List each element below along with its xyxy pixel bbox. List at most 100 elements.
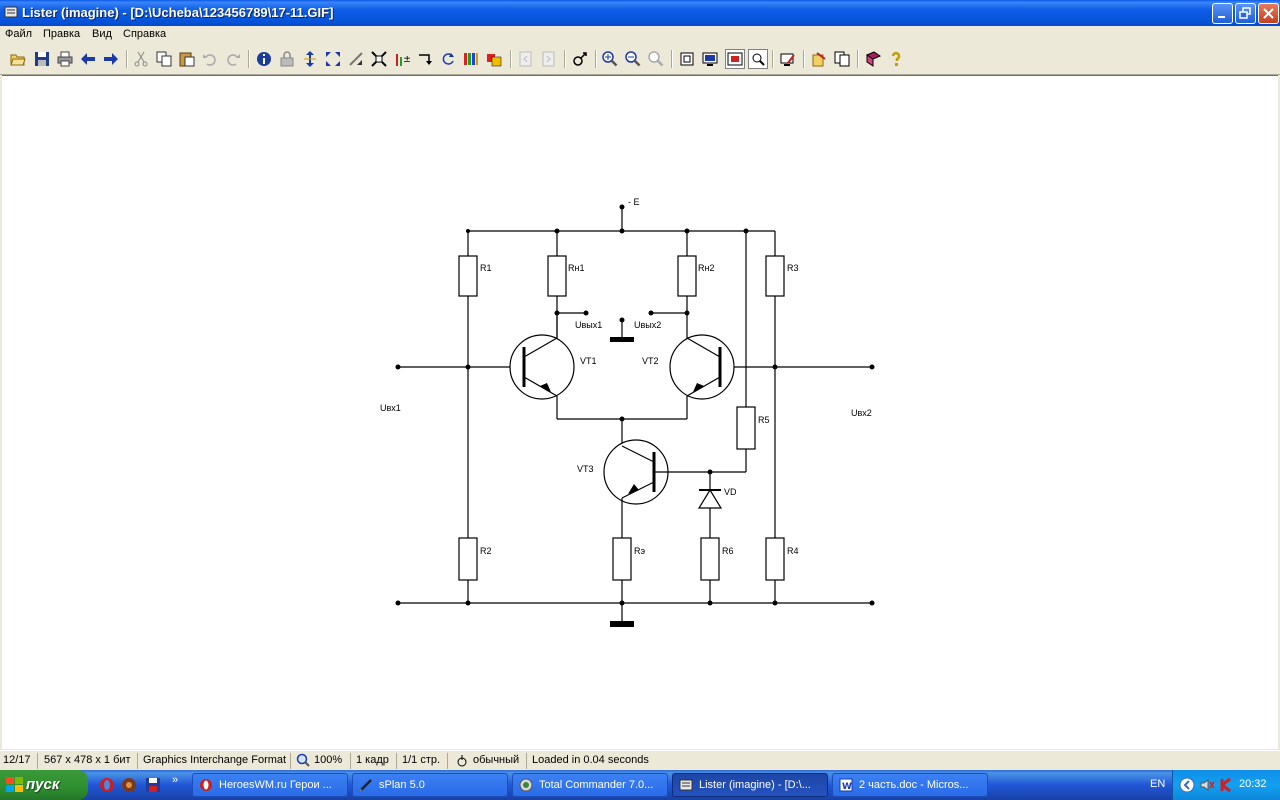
windows-logo-icon [6, 777, 23, 792]
task-label: HeroesWM.ru Герои ... [219, 779, 332, 791]
print-icon[interactable] [57, 51, 73, 67]
task-heroeswm[interactable]: HeroesWM.ru Герои ... [192, 773, 348, 797]
paste-icon[interactable] [179, 51, 195, 67]
toolbar-separator [248, 50, 250, 68]
menu-edit[interactable]: Правка [43, 28, 81, 40]
media-quicklaunch-icon[interactable] [121, 777, 137, 793]
status-zoom: 100% [314, 754, 343, 766]
select-icon[interactable] [572, 51, 588, 67]
status-separator [396, 753, 397, 769]
vt2-label: VT2 [642, 356, 659, 366]
task-total-commander[interactable]: Total Commander 7.0... [512, 773, 668, 797]
opera-icon [200, 779, 212, 791]
circuit-schematic: - E R1 Rн1 Rн2 R3 Uвых1 Uвых2 VT1 VT2 Uв… [380, 197, 875, 627]
zoom-actual-icon[interactable] [748, 49, 768, 69]
window-title: Lister (imagine) - [D:\Ucheba\123456789\… [22, 5, 334, 20]
menu-bar: Файл Правка Вид Справка [0, 26, 1280, 44]
taskbar: пуск » HeroesWM.ru Герои ... sPlan 5.0 T… [0, 770, 1280, 800]
status-frame: 12/17 [3, 754, 31, 766]
rn1-label: Rн1 [568, 263, 584, 273]
effects-icon[interactable] [463, 51, 479, 67]
toolbar-separator [671, 50, 673, 68]
opera-quicklaunch-icon[interactable] [99, 777, 115, 793]
task-word-doc[interactable]: W 2 часть.doc - Micros... [832, 773, 988, 797]
vt1-label: VT1 [580, 356, 597, 366]
task-lister[interactable]: Lister (imagine) - [D:\... [672, 773, 828, 797]
zoom-in-icon[interactable] [602, 51, 618, 67]
supply-label: - E [628, 197, 640, 207]
tray-expand-icon[interactable] [1179, 777, 1195, 793]
menu-file[interactable]: Файл [5, 28, 33, 40]
status-loaded: Loaded in 0.04 seconds [532, 754, 649, 766]
cut-icon[interactable] [133, 51, 149, 67]
language-indicator[interactable]: EN [1150, 778, 1166, 790]
zoom-status-icon [296, 753, 310, 767]
task-label: 2 часть.doc - Micros... [859, 779, 969, 791]
start-button[interactable]: пуск [0, 770, 88, 800]
task-splan[interactable]: sPlan 5.0 [352, 773, 508, 797]
rotate-icon[interactable] [417, 51, 433, 67]
zoom-out-icon[interactable] [625, 51, 641, 67]
toolbar-separator [510, 50, 512, 68]
undo-icon[interactable] [202, 51, 218, 67]
task-label: sPlan 5.0 [379, 779, 425, 791]
quicklaunch-more-icon[interactable]: » [172, 774, 179, 786]
help-icon[interactable] [888, 51, 904, 67]
image-view[interactable]: - E R1 Rн1 Rн2 R3 Uвых1 Uвых2 VT1 VT2 Uв… [2, 75, 1278, 749]
clock[interactable]: 20:32 [1239, 778, 1267, 790]
fit-window-icon[interactable] [725, 49, 745, 69]
status-separator [37, 753, 38, 769]
minimize-button[interactable] [1212, 3, 1233, 24]
palette-icon[interactable] [486, 51, 502, 67]
word-icon: W [839, 778, 853, 792]
system-tray: 20:32 [1172, 770, 1280, 800]
adjust-icon[interactable]: ± [394, 51, 410, 67]
total-commander-icon [519, 778, 533, 792]
re-label: Rэ [634, 546, 645, 556]
menu-view[interactable]: Вид [92, 28, 112, 40]
close-button[interactable] [1258, 3, 1279, 24]
out1-label: Uвых1 [575, 320, 602, 330]
status-bar: 12/17 567 x 478 x 1 бит Graphics Interch… [0, 750, 1280, 771]
zoom-reset-icon[interactable] [648, 51, 664, 67]
open-icon[interactable] [10, 51, 26, 67]
multipage-icon[interactable] [834, 51, 850, 67]
mode-status-icon [457, 755, 467, 767]
rn2-label: Rн2 [698, 263, 714, 273]
page-next-icon[interactable] [541, 51, 557, 67]
redo-icon[interactable] [225, 51, 241, 67]
book-icon[interactable] [865, 51, 881, 67]
vt3-label: VT3 [577, 464, 594, 474]
save-icon[interactable] [34, 51, 50, 67]
flip-icon[interactable] [440, 51, 456, 67]
status-separator [526, 753, 527, 769]
fullscreen-icon[interactable] [371, 51, 387, 67]
fit-height-icon[interactable] [302, 51, 318, 67]
antivirus-tray-icon[interactable] [1219, 777, 1235, 793]
close-icon [1263, 8, 1274, 19]
lock-icon[interactable] [279, 51, 295, 67]
volume-tray-icon[interactable] [1199, 777, 1215, 793]
disk-quicklaunch-icon[interactable] [145, 777, 161, 793]
out2-label: Uвых2 [634, 320, 661, 330]
status-separator [447, 753, 448, 769]
page-prev-icon[interactable] [518, 51, 534, 67]
status-separator [290, 753, 291, 769]
crop-icon[interactable] [348, 51, 364, 67]
status-mode: обычный [473, 754, 520, 766]
forward-arrow-icon[interactable] [103, 51, 119, 67]
grid-icon[interactable] [679, 51, 695, 67]
tools-icon[interactable] [780, 51, 796, 67]
copy-image-icon[interactable] [811, 51, 827, 67]
monitor-icon[interactable] [702, 51, 718, 67]
back-arrow-icon[interactable] [80, 51, 96, 67]
copy-icon[interactable] [156, 51, 172, 67]
task-label: Total Commander 7.0... [539, 779, 654, 791]
menu-help[interactable]: Справка [123, 28, 167, 40]
maximize-button[interactable] [1235, 3, 1256, 24]
info-icon[interactable] [256, 51, 272, 67]
toolbar-separator [803, 50, 805, 68]
title-bar: Lister (imagine) - [D:\Ucheba\123456789\… [0, 0, 1280, 26]
toolbar-separator [772, 50, 774, 68]
fit-size-icon[interactable] [325, 51, 341, 67]
